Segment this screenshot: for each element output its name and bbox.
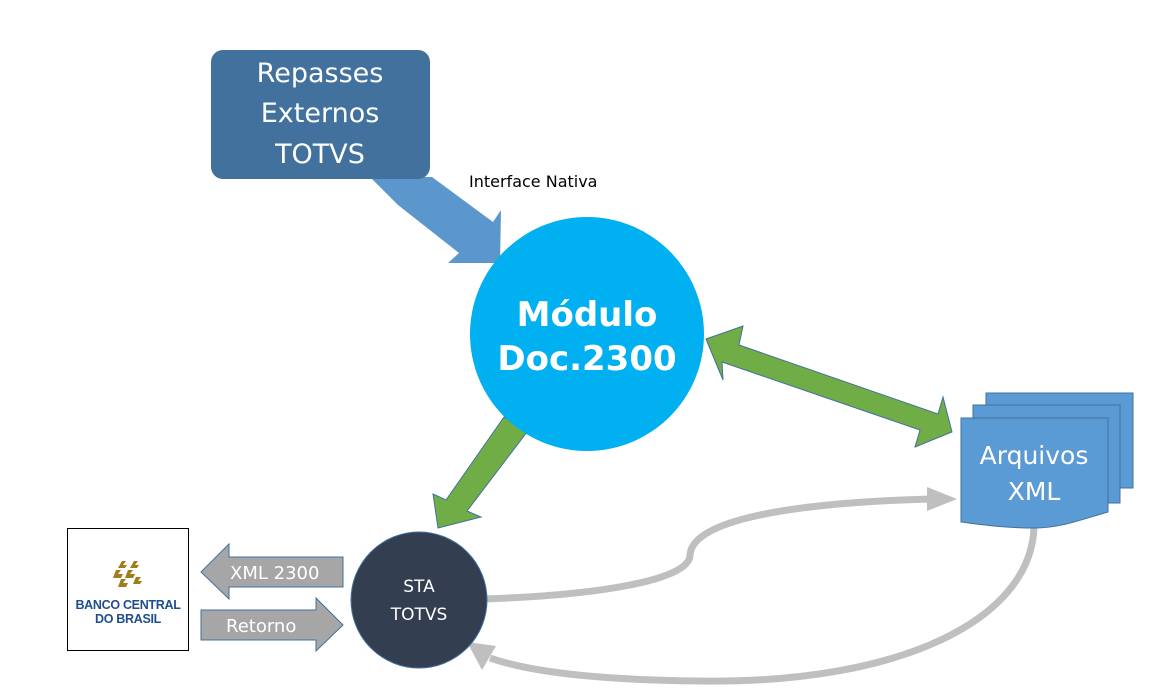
xml2300-label: XML 2300 — [230, 563, 319, 584]
interface-nativa-arrow — [370, 177, 501, 263]
repasses-line-1: Repasses — [257, 58, 384, 89]
sta-to-arquivos-connector — [484, 495, 931, 603]
modulo-line-2: Doc.2300 — [497, 339, 676, 379]
bcb-name-line-1: BANCO CENTRAL — [75, 598, 181, 612]
bcb-name-line-2: DO BRASIL — [94, 612, 162, 626]
retorno-label: Retorno — [226, 616, 296, 637]
sta-line-1: STA — [403, 577, 435, 597]
arquivos-xml-node[interactable] — [960, 392, 1134, 529]
arquivos-to-sta-connector — [488, 527, 1038, 685]
arquivos-line-1: Arquivos — [980, 441, 1089, 470]
sta-line-2: TOTVS — [390, 605, 448, 625]
modulo-doc2300-node[interactable] — [470, 217, 704, 451]
modulo-arquivos-double-arrow — [705, 325, 953, 448]
repasses-line-3: TOTVS — [274, 139, 365, 170]
arquivos-line-2: XML — [1008, 477, 1061, 506]
modulo-sta-arrow — [432, 416, 528, 529]
sta-to-arquivos-arrowhead — [927, 487, 957, 511]
interface-nativa-label: Interface Nativa — [469, 172, 597, 191]
sta-totvs-node[interactable] — [350, 531, 488, 669]
repasses-line-2: Externos — [261, 98, 380, 129]
repasses-externos-box[interactable] — [211, 50, 430, 179]
retorno-arrow — [200, 596, 344, 653]
modulo-line-1: Módulo — [517, 295, 658, 335]
arquivos-to-sta-arrowhead — [467, 642, 496, 670]
xml2300-arrow — [200, 542, 344, 601]
banco-central-logo: BANCO CENTRAL DO BRASIL — [67, 528, 189, 651]
bcb-emblem-icon — [113, 561, 142, 587]
